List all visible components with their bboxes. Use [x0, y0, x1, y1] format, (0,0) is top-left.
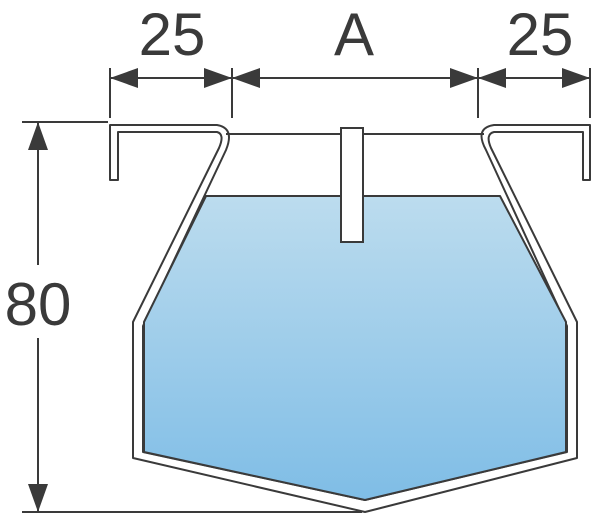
label-top-right: 25	[507, 1, 574, 68]
label-top-middle: A	[334, 1, 374, 68]
liquid-fill	[143, 195, 567, 501]
dim-top-left	[110, 68, 232, 88]
label-top-left: 25	[139, 1, 206, 68]
dim-top-right	[478, 68, 590, 88]
dim-top-middle	[232, 68, 478, 88]
outer-profile	[109, 124, 591, 513]
center-hanger	[340, 127, 364, 243]
label-height: 80	[5, 271, 72, 338]
dim-height	[28, 122, 48, 512]
